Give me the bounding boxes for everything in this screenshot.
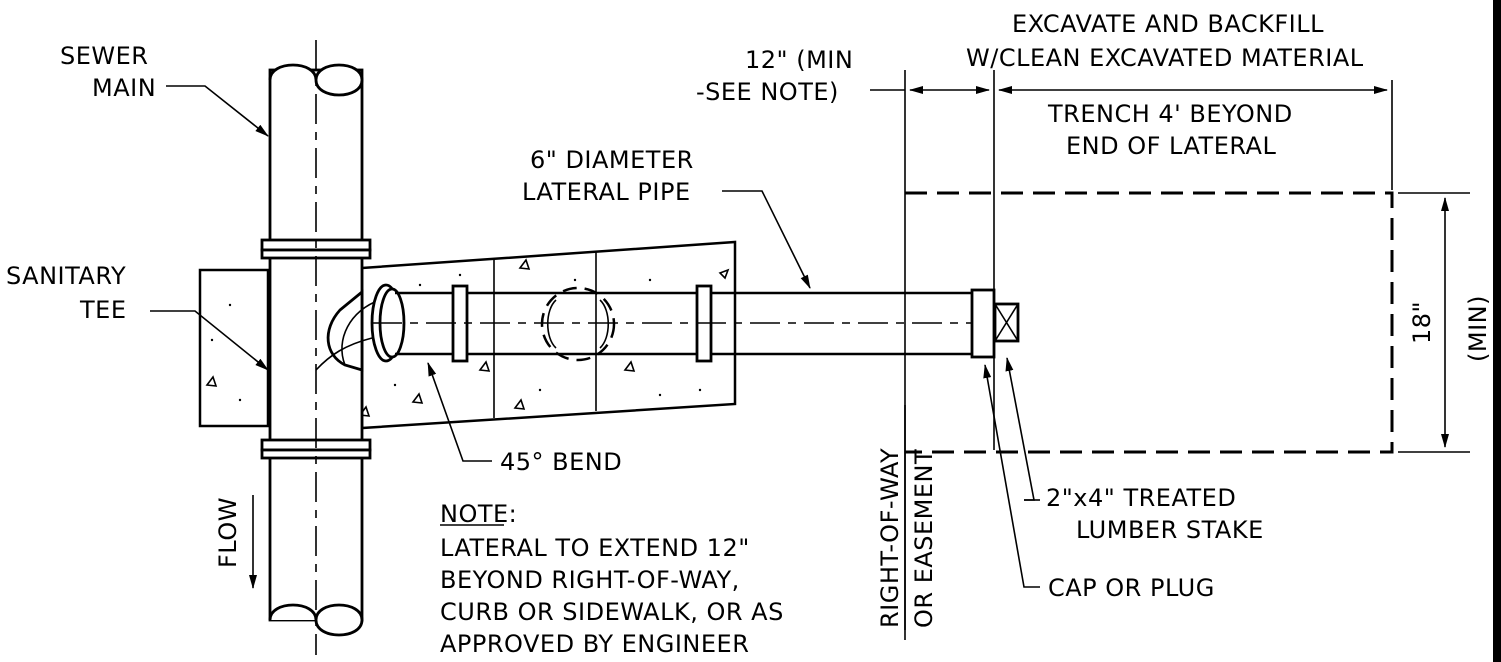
excavate-label-2: W/CLEAN EXCAVATED MATERIAL — [966, 44, 1364, 72]
dim-min-label: (MIN) — [1464, 295, 1492, 362]
trench-label-1: TRENCH 4' BEYOND — [1047, 100, 1293, 128]
right-of-way-label: RIGHT-OF-WAY — [876, 448, 904, 628]
excavate-label-1: EXCAVATE AND BACKFILL — [1012, 10, 1324, 38]
note-line-1: LATERAL TO EXTEND 12" — [440, 534, 750, 562]
min-12-label-2: -SEE NOTE) — [696, 78, 839, 106]
cap-label: CAP OR PLUG — [1048, 574, 1215, 602]
sewer-main-pipe — [260, 40, 372, 655]
note-line-2: BEYOND RIGHT-OF-WAY, — [440, 566, 740, 594]
dim-18-label: 18" — [1408, 301, 1436, 344]
bend-label: 45° BEND — [500, 448, 622, 476]
stake-label-2: LUMBER STAKE — [1076, 516, 1264, 544]
sewer-main-label-2: MAIN — [92, 74, 156, 102]
trench-label-2: END OF LATERAL — [1066, 132, 1276, 160]
leader-lines — [150, 85, 1040, 630]
lateral-pipe — [372, 284, 1020, 363]
sewer-main-label-1: SEWER — [60, 42, 148, 70]
note-line-3: CURB OR SIDEWALK, OR AS — [440, 598, 784, 626]
sanitary-tee-label-1: SANITARY — [6, 262, 126, 290]
stake-label-1: 2"x4" TREATED — [1046, 484, 1236, 512]
min-12-label-1: 12" (MIN — [745, 46, 853, 74]
flow-label: FLOW — [214, 497, 242, 568]
sanitary-tee-label-2: TEE — [79, 296, 127, 324]
note-line-4: APPROVED BY ENGINEER — [440, 630, 749, 658]
note-heading: NOTE: — [440, 500, 517, 528]
lateral-pipe-label-2: LATERAL PIPE — [522, 178, 691, 206]
labels: SEWER MAIN SANITARY TEE 6" DIAMETER LATE… — [6, 10, 1492, 658]
lateral-pipe-label-1: 6" DIAMETER — [530, 146, 694, 174]
easement-label: OR EASEMENT — [910, 449, 938, 628]
